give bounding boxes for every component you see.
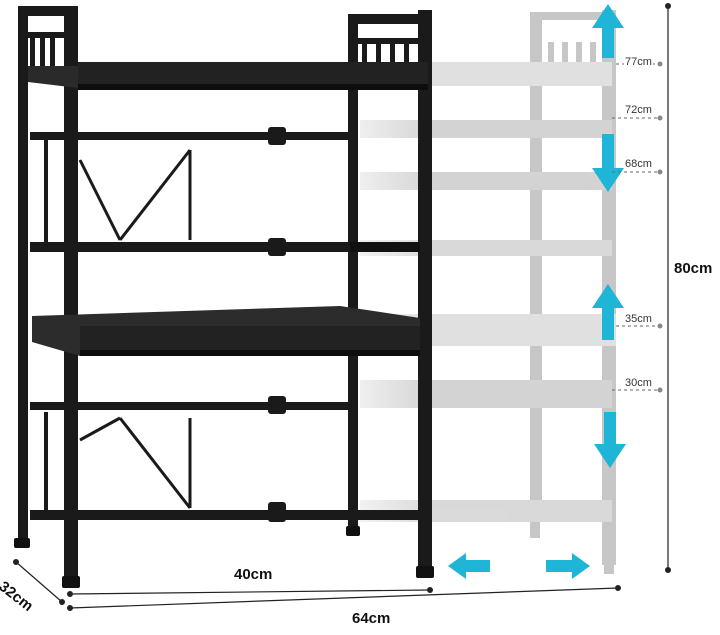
max-width-dimension-line [69, 587, 619, 609]
shelf-height-label-1: 77cm [624, 56, 653, 68]
double-arrow-horizontal-icon [448, 553, 590, 579]
top-shelf [28, 62, 428, 90]
max-width-label: 64cm [352, 610, 391, 627]
shelf-height-label-3: 68cm [624, 158, 653, 170]
shelf-height-label-2: 72cm [624, 104, 653, 116]
min-width-label: 40cm [234, 566, 273, 583]
x-brace-upper [78, 149, 192, 241]
rod-level-bottom [30, 502, 420, 522]
middle-shelf [32, 306, 420, 356]
min-width-dimension-line [69, 589, 431, 595]
height-label: 80cm [674, 260, 713, 277]
depth-dimension-line [15, 561, 63, 603]
double-arrow-vertical-icon [592, 4, 626, 468]
x-brace-lower [79, 416, 192, 509]
hook-row-right [362, 44, 409, 70]
feet [14, 526, 434, 588]
shelf-height-label-4: 35cm [624, 313, 653, 325]
hook-row-left [30, 38, 55, 66]
rod-level-2 [30, 238, 420, 256]
shelf-rack-main [14, 6, 434, 588]
rod-level-3 [30, 396, 350, 414]
shelf-height-label-5: 30cm [624, 377, 653, 389]
rod-level-1 [30, 127, 350, 145]
